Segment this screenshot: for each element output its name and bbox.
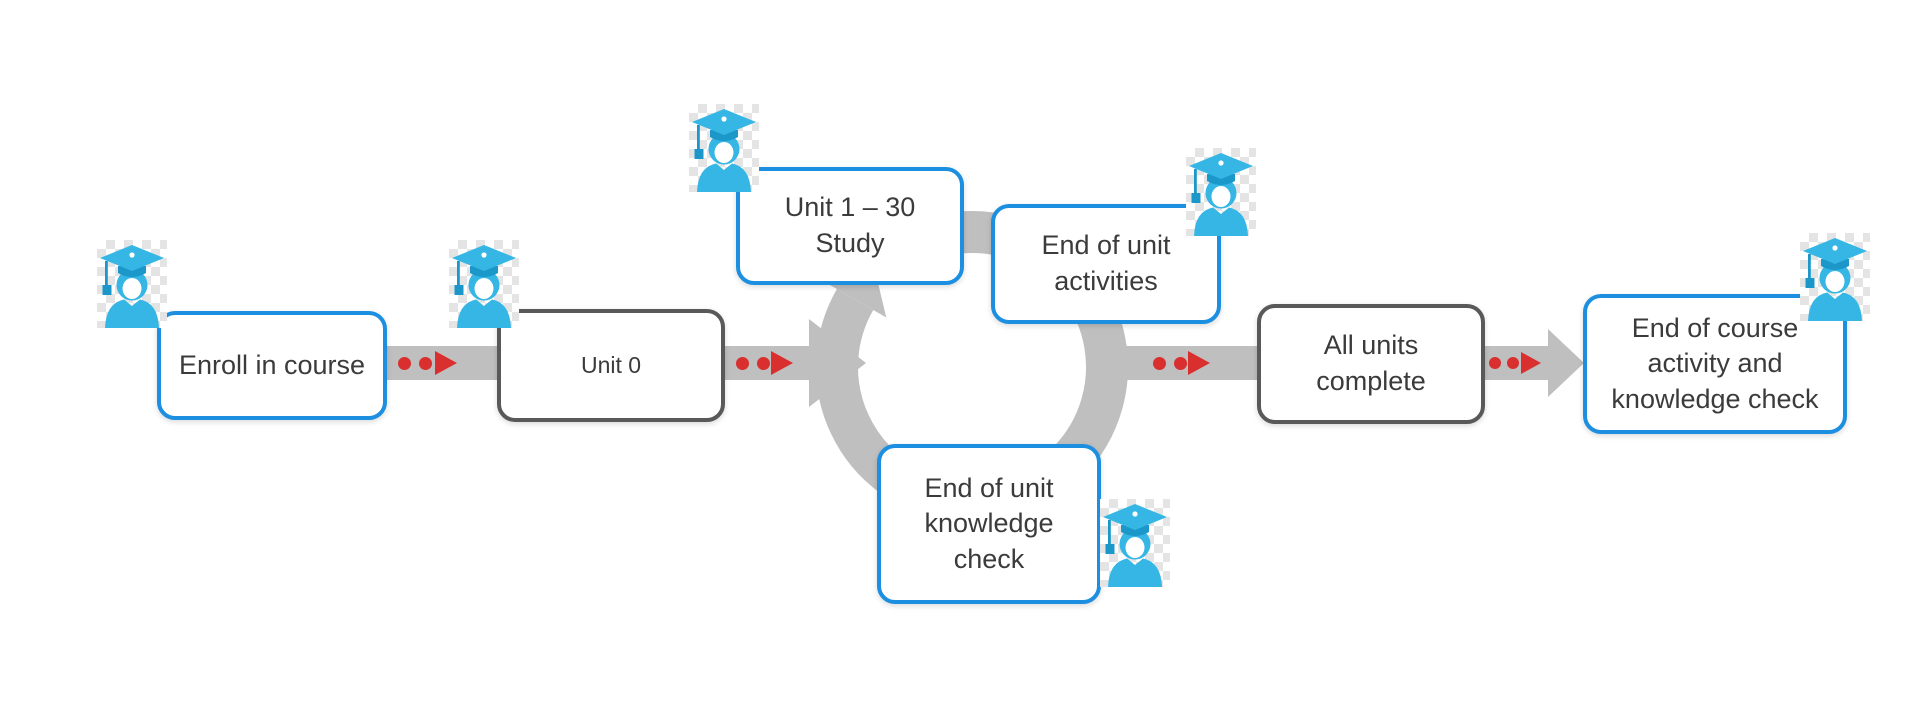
arrow-dot-icon: [1489, 357, 1501, 369]
node-label: End of unit knowledge check: [924, 472, 1054, 574]
node-label: Enroll in course: [178, 349, 366, 380]
node-end-of-unit-activities: End of unit activities: [991, 204, 1221, 324]
arrow-dot-icon: [757, 357, 770, 370]
arrow-red-triangle-icon: [771, 351, 793, 375]
graduate-student-icon: [449, 240, 519, 328]
arrow-dot-icon: [398, 357, 411, 370]
arrow-red-triangle-icon: [1521, 352, 1541, 374]
graduate-student-icon: [1100, 499, 1170, 587]
node-label: End of unit activities: [1041, 230, 1171, 296]
graduate-student-icon: [1800, 233, 1870, 321]
graduate-student-icon: [97, 240, 167, 328]
node-label: Unit 0: [580, 352, 642, 379]
node-all-units-complete: All units complete: [1257, 304, 1485, 424]
arrow-dot-icon: [1153, 357, 1166, 370]
arrowhead-icon: [809, 319, 866, 407]
node-enroll-in-course: Enroll in course: [157, 311, 387, 420]
arrow-red-triangle-icon: [435, 351, 457, 375]
arrow-red-triangle-icon: [1188, 351, 1210, 375]
node-unit-0: Unit 0: [497, 309, 725, 422]
arrow-dot-icon: [1507, 357, 1519, 369]
node-label: All units complete: [1316, 330, 1426, 396]
node-label: End of course activity and knowledge che…: [1611, 312, 1819, 414]
arrowhead-icon: [1548, 329, 1584, 397]
node-end-of-unit-knowledge-check: End of unit knowledge check: [877, 444, 1101, 604]
node-label: Unit 1 – 30 Study: [784, 192, 916, 258]
node-unit-1-30-study: Unit 1 – 30 Study: [736, 167, 964, 285]
arrow-dot-icon: [419, 357, 432, 370]
arrow-dot-icon: [1174, 357, 1187, 370]
arrow-dot-icon: [736, 357, 749, 370]
graduate-student-icon: [1186, 148, 1256, 236]
graduate-student-icon: [689, 104, 759, 192]
